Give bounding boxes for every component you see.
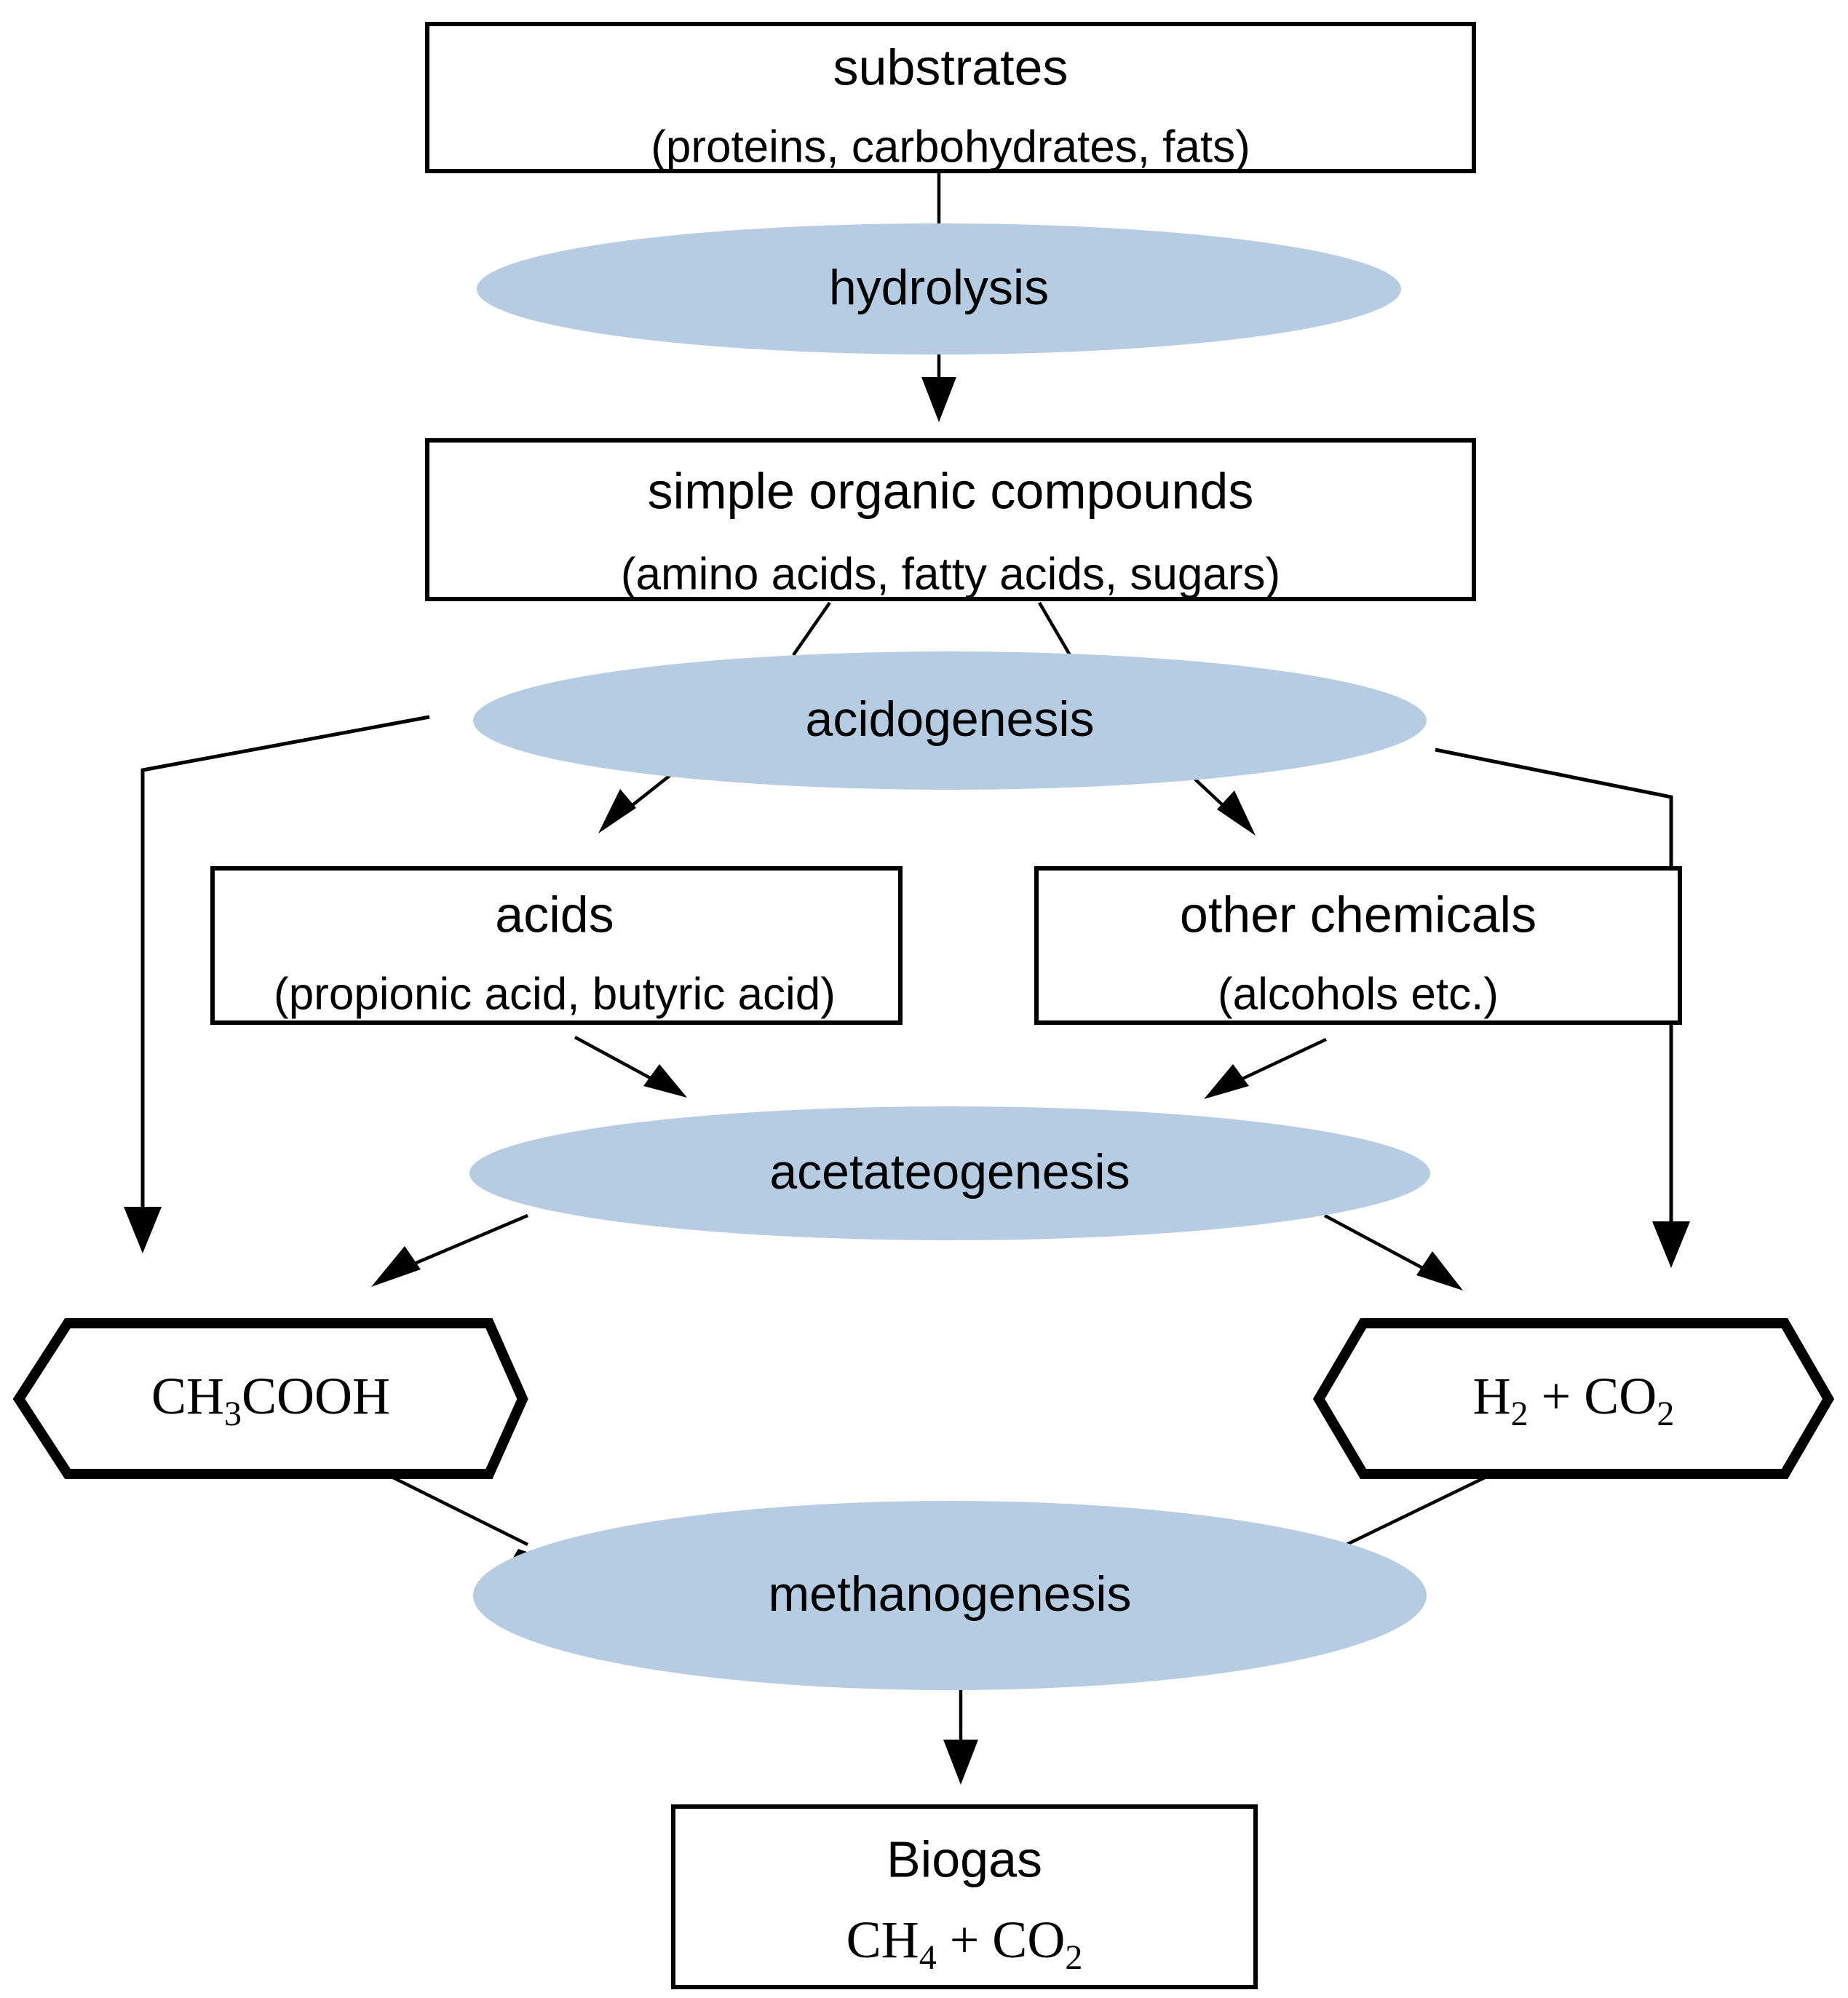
edge-acidogenesis-to-hydrogen-carbon-dioxide <box>1435 748 1690 1268</box>
simple-organic-compounds-title: simple organic compounds <box>648 462 1254 519</box>
ch4-main: CH <box>846 1911 919 1969</box>
acidogenesis-label: acidogenesis <box>806 691 1095 747</box>
methanogenesis-label: methanogenesis <box>768 1566 1131 1622</box>
simple-organic-compounds-subtitle: (amino acids, fatty acids, sugars) <box>621 549 1280 599</box>
biogas-formula-plus: + <box>937 1911 993 1969</box>
acetic-acid-formula-main: CH <box>151 1367 224 1425</box>
biogas-co2-main: CO <box>992 1911 1065 1969</box>
edge-hydrolysis-to-simple-organic-compounds <box>921 349 956 422</box>
node-acetateogenesis[interactable]: acetateogenesis <box>469 1106 1430 1240</box>
h2-sub: 2 <box>1511 1395 1528 1433</box>
acetateogenesis-label: acetateogenesis <box>769 1144 1130 1200</box>
biogas-co2-sub: 2 <box>1065 1938 1082 1977</box>
node-other-chemicals[interactable]: other chemicals (alcohols etc.) <box>1034 866 1682 1025</box>
h2-main: H <box>1473 1367 1511 1425</box>
substrates-title: substrates <box>833 39 1068 95</box>
edge-methanogenesis-to-biogas <box>943 1689 978 1785</box>
co2-sub: 2 <box>1657 1395 1674 1433</box>
hydrogen-carbon-dioxide-formula: H2 + CO2 <box>1473 1367 1675 1434</box>
edge-acetateogenesis-to-acetic-acid <box>371 1213 528 1287</box>
hydrolysis-label: hydrolysis <box>829 260 1049 315</box>
acetic-acid-formula: CH3COOH <box>151 1367 390 1434</box>
co2-main: CO <box>1584 1367 1657 1425</box>
acids-subtitle: (propionic acid, butyric acid) <box>274 969 836 1019</box>
edge-acids-to-acetateogenesis <box>574 1036 687 1098</box>
formula-plus: + <box>1528 1367 1585 1425</box>
biogas-title: Biogas <box>887 1831 1042 1887</box>
node-methanogenesis[interactable]: methanogenesis <box>473 1501 1427 1690</box>
node-acidogenesis[interactable]: acidogenesis <box>473 651 1427 790</box>
node-hydrogen-carbon-dioxide[interactable]: H2 + CO2 <box>1312 1318 1835 1479</box>
other-chemicals-subtitle: (alcohols etc.) <box>1218 969 1499 1019</box>
acids-title: acids <box>495 886 614 943</box>
edge-acetateogenesis-to-hydrogen-carbon-dioxide <box>1323 1214 1463 1291</box>
edge-other-chemicals-to-acetateogenesis <box>1204 1037 1327 1099</box>
node-biogas[interactable]: Biogas CH4 + CO2 <box>671 1804 1258 1989</box>
edge-simple-organic-compounds-to-acidogenesis-left <box>792 601 831 657</box>
substrates-subtitle: (proteins, carbohydrates, fats) <box>651 122 1250 172</box>
node-hydrolysis[interactable]: hydrolysis <box>477 223 1401 354</box>
acetic-acid-formula-sub: 3 <box>224 1395 242 1433</box>
node-substrates[interactable]: substrates (proteins, carbohydrates, fat… <box>425 22 1476 173</box>
node-simple-organic-compounds[interactable]: simple organic compounds (amino acids, f… <box>425 438 1476 601</box>
node-acetic-acid[interactable]: CH3COOH <box>12 1318 528 1479</box>
ch4-sub: 4 <box>919 1938 937 1977</box>
acetic-acid-formula-tail: COOH <box>242 1367 390 1425</box>
biogas-formula: CH4 + CO2 <box>846 1911 1083 1978</box>
other-chemicals-title: other chemicals <box>1180 886 1536 943</box>
edge-simple-organic-compounds-to-acidogenesis-right <box>1038 601 1071 657</box>
edge-acidogenesis-to-acetic-acid <box>124 715 430 1253</box>
node-acids[interactable]: acids (propionic acid, butyric acid) <box>210 866 903 1025</box>
